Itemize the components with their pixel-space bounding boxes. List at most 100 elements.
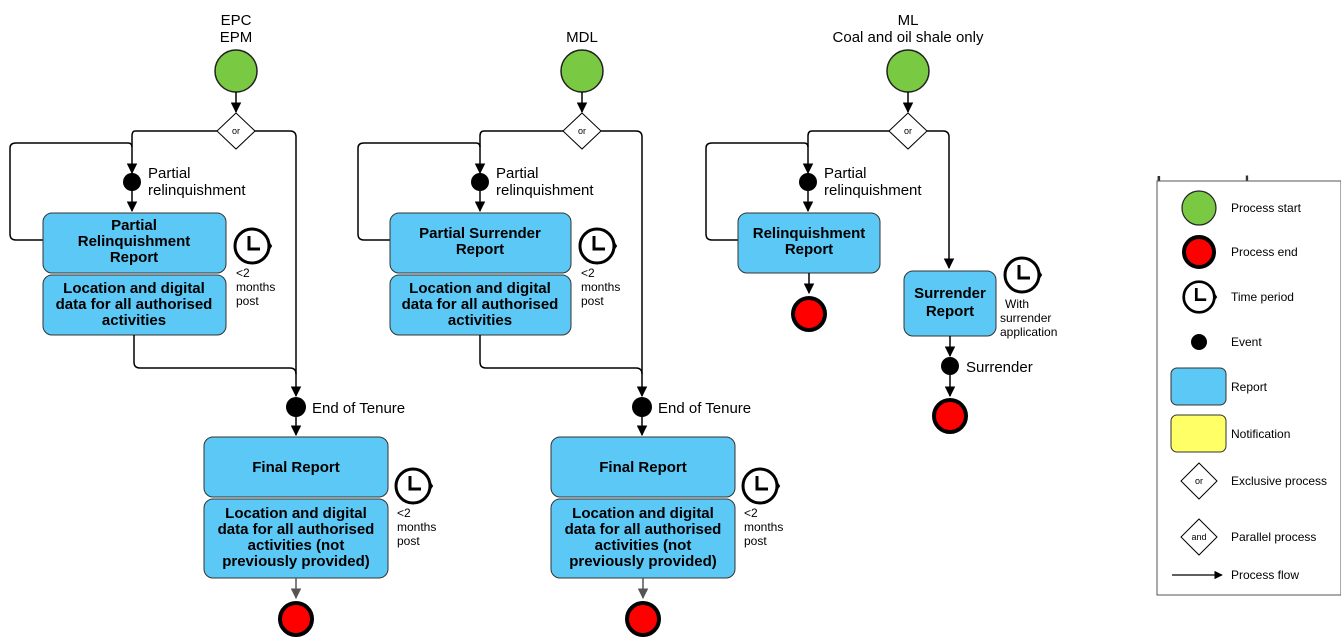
report-label: data for all authorised — [218, 521, 375, 538]
exclusive-gateway-icon — [1180, 462, 1218, 500]
report-label: Location and digital — [572, 505, 714, 522]
process-end-icon — [1182, 235, 1216, 269]
flow-arrow — [927, 130, 955, 270]
notification-swatch — [1170, 414, 1227, 453]
event-label: Partial — [148, 165, 191, 182]
legend-item-label: Process end — [1231, 245, 1298, 259]
event-label: Partial — [496, 165, 539, 182]
parallel-gateway-icon — [1180, 518, 1218, 556]
lane3-title-line2: Coal and oil shale only — [833, 29, 984, 46]
report-label: Report — [456, 241, 504, 258]
lane3-title-line1: ML — [898, 12, 919, 29]
event-icon — [941, 357, 959, 375]
time-label: post — [581, 294, 604, 308]
time-period-icon — [1003, 256, 1043, 294]
report-label: Partial Surrender — [419, 225, 541, 242]
time-label: months — [397, 520, 436, 534]
event-icon — [632, 397, 652, 417]
report-label: Report — [785, 241, 833, 258]
report-label: Report — [926, 303, 974, 320]
report-label: activities — [102, 312, 166, 329]
time-label: months — [236, 280, 275, 294]
time-period-icon — [741, 467, 781, 505]
lane-mdl: MDL or Partial relinquishment Partial Su… — [357, 29, 783, 637]
legend: Legend Process start Process end Time pe… — [1155, 172, 1341, 596]
report-label: data for all authorised — [402, 296, 559, 313]
report-label: Partial — [111, 217, 157, 234]
report-label: Relinquishment — [78, 233, 191, 250]
report-label: data for all authorised — [56, 296, 213, 313]
flow-arrow — [601, 130, 648, 398]
flow-arrow — [133, 335, 297, 375]
time-label: months — [581, 280, 620, 294]
report-label: Surrender — [914, 285, 986, 302]
flow-arrow — [126, 130, 217, 175]
report-label: Relinquishment — [753, 225, 866, 242]
event-label: End of Tenure — [312, 400, 405, 417]
loop-flow — [357, 142, 481, 241]
legend-item-label: Report — [1231, 380, 1268, 394]
process-end-icon — [932, 398, 968, 434]
flow-arrow — [479, 335, 643, 375]
gateway-label: or — [232, 126, 240, 136]
process-end-icon — [625, 601, 661, 637]
lane1-title-line2: EPM — [220, 29, 253, 46]
time-label: post — [397, 534, 420, 548]
gateway-label: or — [904, 126, 912, 136]
event-label: relinquishment — [148, 182, 246, 199]
legend-item-label: Parallel process — [1231, 530, 1316, 544]
event-label: relinquishment — [824, 182, 922, 199]
report-label: data for all authorised — [565, 521, 722, 538]
time-label: application — [1000, 325, 1057, 339]
time-period-icon — [1182, 280, 1218, 314]
report-label: activities (not — [595, 537, 692, 554]
lane2-title: MDL — [566, 29, 598, 46]
time-period-icon — [233, 227, 273, 265]
time-label: post — [236, 294, 259, 308]
legend-item-label: Exclusive process — [1231, 474, 1327, 488]
process-start-icon — [214, 49, 258, 93]
loop-flow — [705, 142, 809, 241]
time-label: <2 — [581, 266, 595, 280]
legend-item-label: Event — [1231, 335, 1262, 349]
report-swatch — [1170, 367, 1227, 406]
report-label: Location and digital — [225, 505, 367, 522]
process-end-icon — [278, 601, 314, 637]
exclusive-gateway — [562, 112, 602, 150]
gateway-label: or — [578, 126, 586, 136]
event-label: Surrender — [966, 359, 1033, 376]
process-end-icon — [791, 296, 827, 332]
gateway-glyph: and — [1191, 532, 1206, 542]
time-label: <2 — [397, 506, 411, 520]
event-icon — [1191, 334, 1207, 350]
gateway-glyph: or — [1195, 476, 1203, 486]
report-label: Location and digital — [63, 280, 205, 297]
time-label: With — [1005, 297, 1029, 311]
legend-item-label: Process flow — [1231, 568, 1299, 582]
report-box — [550, 436, 736, 498]
event-icon — [799, 173, 817, 191]
report-label: previously provided) — [222, 553, 370, 570]
event-icon — [286, 397, 306, 417]
event-label: relinquishment — [496, 182, 594, 199]
report-label: activities (not — [248, 537, 345, 554]
process-start-icon — [886, 49, 930, 93]
event-icon — [471, 173, 489, 191]
legend-item-label: Process start — [1231, 201, 1302, 215]
legend-item-label: Notification — [1231, 427, 1290, 441]
time-label: months — [744, 520, 783, 534]
time-label: <2 — [744, 506, 758, 520]
lane-epc-epm: EPC EPM or Partial relinquishment Partia… — [9, 12, 436, 637]
report-label: Final Report — [252, 459, 340, 476]
event-label: End of Tenure — [658, 400, 751, 417]
lane-ml: ML Coal and oil shale only or Partial re… — [705, 12, 1057, 434]
report-box — [42, 212, 227, 274]
time-label: post — [744, 534, 767, 548]
lane1-title-line1: EPC — [221, 12, 252, 29]
report-label: Report — [110, 249, 158, 266]
report-box — [203, 436, 389, 498]
time-label: <2 — [236, 266, 250, 280]
process-start-icon — [560, 49, 604, 93]
time-period-icon — [578, 227, 618, 265]
